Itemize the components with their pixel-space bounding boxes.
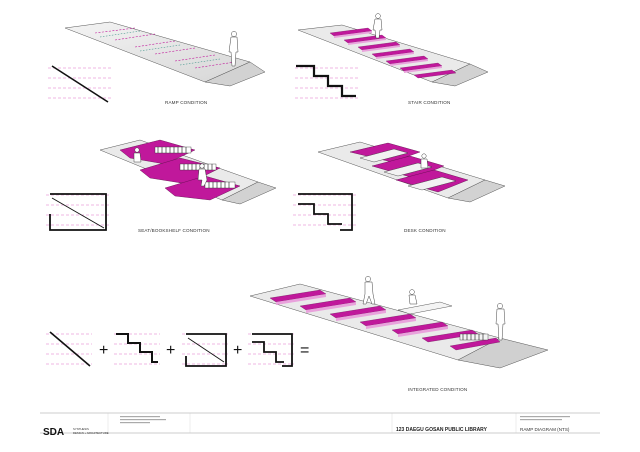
seat-bookshelf-condition-diagram [46, 139, 277, 231]
person-figure [372, 13, 383, 39]
ramp-caption: RAMP CONDITION [165, 100, 207, 105]
stair-condition-diagram [295, 13, 489, 99]
ramp-condition-diagram [48, 21, 266, 103]
seat-bookshelf-caption: SEAT/BOOKSHELF CONDITION [138, 228, 210, 233]
person-figure [362, 276, 506, 341]
title-block [40, 412, 600, 434]
seat-symbol [185, 333, 227, 367]
integrated-caption: INTEGRATED CONDITION [408, 387, 467, 392]
equation-row [46, 331, 294, 367]
person-figure [133, 147, 208, 187]
plus-sign-1: + [99, 342, 108, 359]
desk-symbol [252, 333, 293, 367]
stair-caption: STAIR CONDITION [408, 100, 451, 105]
firm-logo-subline-1: SYNTHESIS [73, 427, 89, 431]
plus-sign-2: + [166, 342, 175, 359]
ramp-symbol [49, 331, 91, 367]
integrated-condition-diagram [249, 276, 549, 369]
equals-sign: = [300, 342, 309, 359]
project-name: 123 DAEGU GOSAN PUBLIC LIBRARY [396, 427, 488, 433]
firm-logo-subline-2: DESIGN + ARCHITECTURE [73, 431, 109, 435]
sheet-title: RAMP DIAGRAM (NTS) [520, 427, 570, 432]
firm-logo: SDA [43, 427, 64, 438]
person-figure [228, 31, 239, 67]
desk-condition-diagram [293, 141, 506, 231]
person-figure [420, 153, 429, 169]
desk-caption: DESK CONDITION [404, 228, 446, 233]
plus-sign-3: + [233, 342, 242, 359]
stair-symbol [116, 333, 158, 363]
